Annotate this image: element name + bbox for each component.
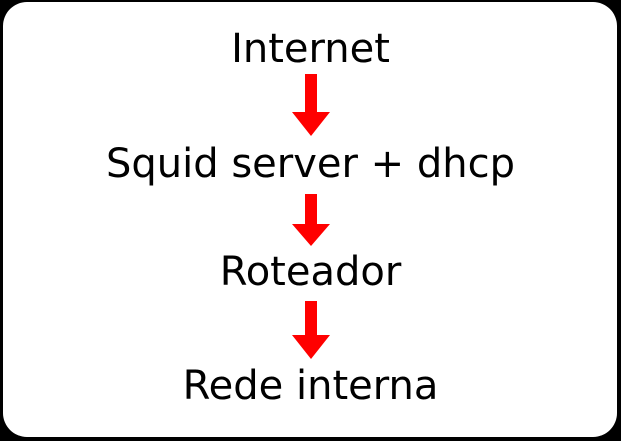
down-arrow-icon (291, 74, 330, 136)
flow-node-roteador: Roteador (219, 249, 402, 295)
flow-node-squid-server-dhcp: Squid server + dhcp (105, 141, 516, 187)
down-arrow-icon (291, 301, 330, 359)
down-arrow-icon (291, 194, 330, 246)
flow-node-internet: Internet (231, 26, 390, 72)
flow-node-rede-interna: Rede interna (182, 363, 439, 409)
